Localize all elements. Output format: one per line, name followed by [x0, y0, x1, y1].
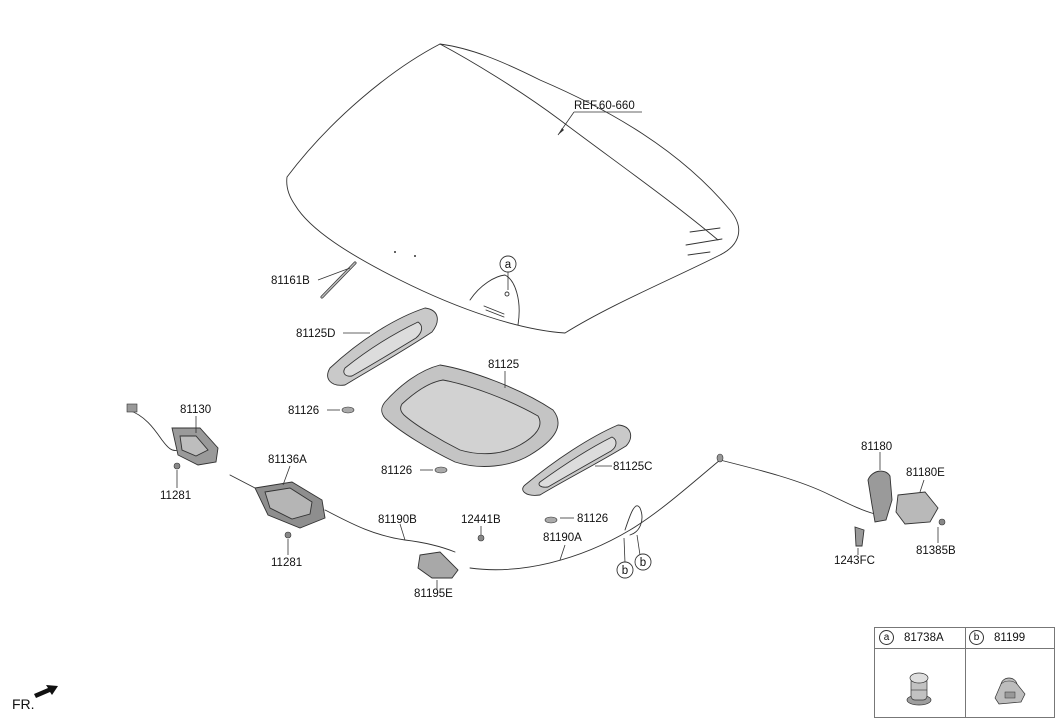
legend-cell-a: a 81738A	[875, 628, 966, 717]
label-81385b: 81385B	[916, 545, 956, 557]
svg-text:b: b	[640, 557, 646, 569]
label-81136a: 81136A	[268, 454, 307, 466]
callout-b-2: b	[634, 553, 652, 571]
label-81125c: 81125C	[613, 461, 652, 473]
svg-text:b: b	[622, 565, 628, 577]
insulator-right	[522, 424, 632, 496]
label-81130: 81130	[180, 404, 211, 416]
legend-header-b: b 81199	[965, 628, 1054, 649]
label-81126-b: 81126	[381, 465, 412, 477]
legend-table: a 81738A b 81199	[874, 627, 1055, 718]
label-81180e: 81180E	[906, 467, 945, 479]
latch-assembly	[126, 403, 219, 470]
hood-strut	[320, 261, 357, 299]
label-81195e: 81195E	[414, 588, 453, 600]
label-11281-a: 11281	[160, 490, 191, 502]
release-handle	[229, 474, 326, 539]
legend-part-a: 81738A	[904, 632, 944, 644]
label-81126-a: 81126	[288, 405, 319, 417]
legend-letter-b: b	[969, 630, 984, 646]
bolt-12441b	[477, 534, 485, 542]
label-81180: 81180	[861, 441, 892, 453]
clip-81126-group	[341, 406, 558, 524]
callout-b-1: b	[616, 561, 634, 579]
label-1243fc: 1243FC	[834, 555, 875, 567]
front-direction-label: FR.	[12, 696, 35, 712]
front-direction-arrow-icon	[34, 685, 58, 698]
legend-letter-a: a	[879, 630, 894, 646]
hood-release-lever	[854, 470, 946, 547]
svg-text:a: a	[505, 259, 512, 271]
legend-part-b: 81199	[994, 632, 1026, 644]
label-81125: 81125	[488, 359, 519, 371]
label-81126-c: 81126	[577, 513, 608, 525]
label-81190a: 81190A	[543, 532, 582, 544]
label-ref: REF.60-660	[574, 100, 635, 112]
hood-panel	[286, 43, 740, 334]
label-81161b: 81161B	[271, 275, 310, 287]
callout-a: a	[499, 255, 517, 273]
cable-81190a	[469, 453, 876, 571]
grommet-81738a-icon	[906, 672, 932, 706]
bracket-81195e	[417, 551, 459, 579]
legend-cell-b: b 81199	[965, 628, 1054, 717]
leader-lines	[176, 111, 939, 589]
legend-header-a: a 81738A	[875, 628, 965, 649]
clip-81199-icon	[994, 677, 1026, 705]
insulator-main	[381, 364, 559, 467]
label-12441b: 12441B	[461, 514, 501, 526]
insulator-left	[327, 307, 438, 386]
label-81190b: 81190B	[378, 514, 417, 526]
label-11281-b: 11281	[271, 557, 302, 569]
label-81125d: 81125D	[296, 328, 335, 340]
